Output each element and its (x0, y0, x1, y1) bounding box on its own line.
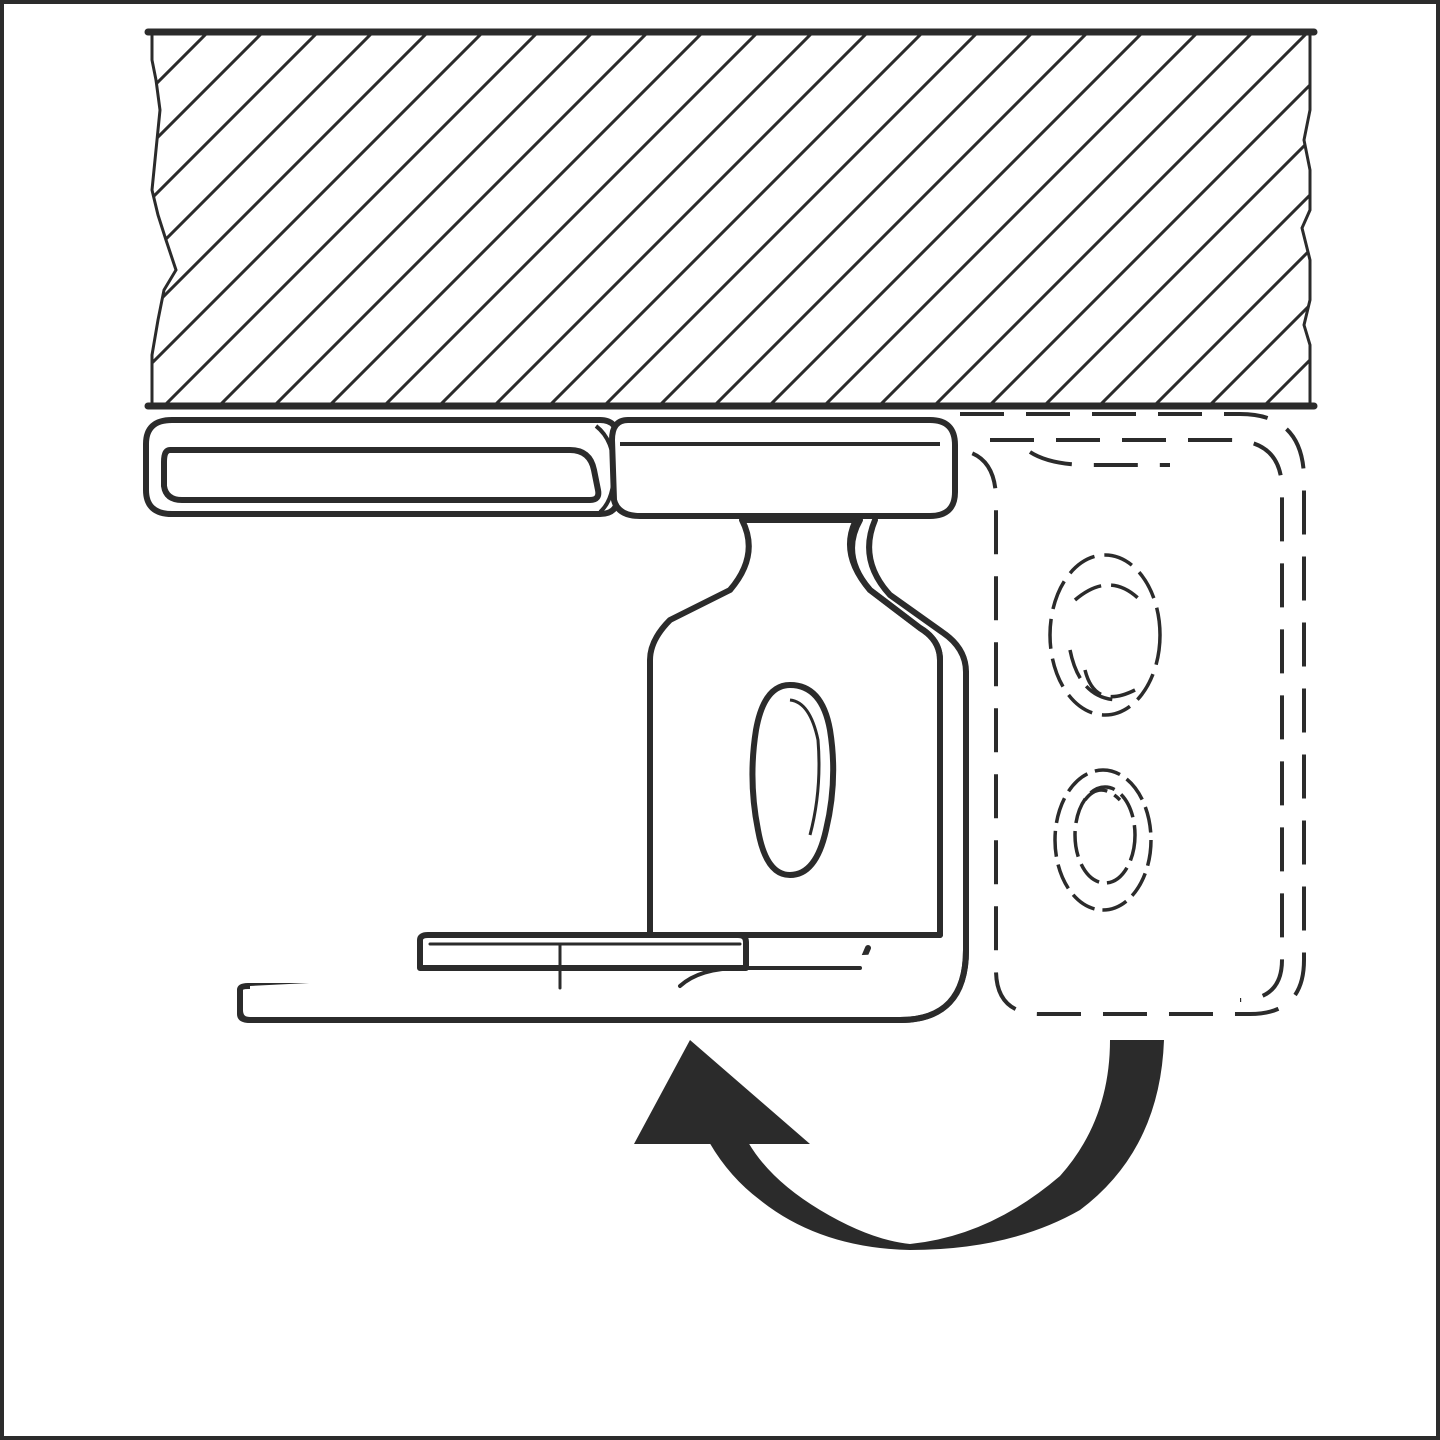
hatch-line (368, 32, 772, 406)
ghost-screw-hole-upper (1048, 553, 1162, 717)
hatch-line (1248, 32, 1310, 406)
hinge-pin-bar (143, 417, 958, 519)
hatch-line (533, 32, 937, 406)
hatch-line (918, 32, 1310, 406)
rotation-arrow (634, 1040, 1164, 1250)
hatch-line (152, 32, 497, 406)
ghost-screw-hole-lower (1053, 768, 1153, 912)
hatch-line (152, 32, 442, 406)
hatch-line (1138, 32, 1310, 406)
folded-bracket-ghost (959, 412, 1306, 1016)
hatch-line (313, 32, 717, 406)
keyhole-slot (749, 681, 837, 879)
hatch-line (152, 32, 387, 406)
hatch-line (588, 32, 992, 406)
hatch-line (152, 32, 167, 406)
hatch-line (1360, 20, 1440, 420)
hatch-line (973, 32, 1310, 406)
hatched-board-section (0, 20, 1440, 420)
hatch-line (152, 32, 277, 406)
hatch-line (152, 32, 332, 406)
hatch-line (1193, 32, 1310, 406)
hatch-line (0, 20, 55, 420)
hatch-line (1028, 32, 1310, 406)
hatch-line (478, 32, 882, 406)
hatch-line (1303, 32, 1310, 406)
hatch-line (698, 32, 1102, 406)
hatch-line (1083, 32, 1310, 406)
hatch-line (863, 32, 1267, 406)
hatch-line (753, 32, 1157, 406)
hatch-line (258, 32, 662, 406)
hatch-line (808, 32, 1212, 406)
hatch-line (0, 20, 110, 420)
hatch-line (643, 32, 1047, 406)
hatch-line (203, 32, 607, 406)
hatch-line (152, 32, 552, 406)
mounting-bracket (237, 517, 969, 1023)
hatch-line (423, 32, 827, 406)
